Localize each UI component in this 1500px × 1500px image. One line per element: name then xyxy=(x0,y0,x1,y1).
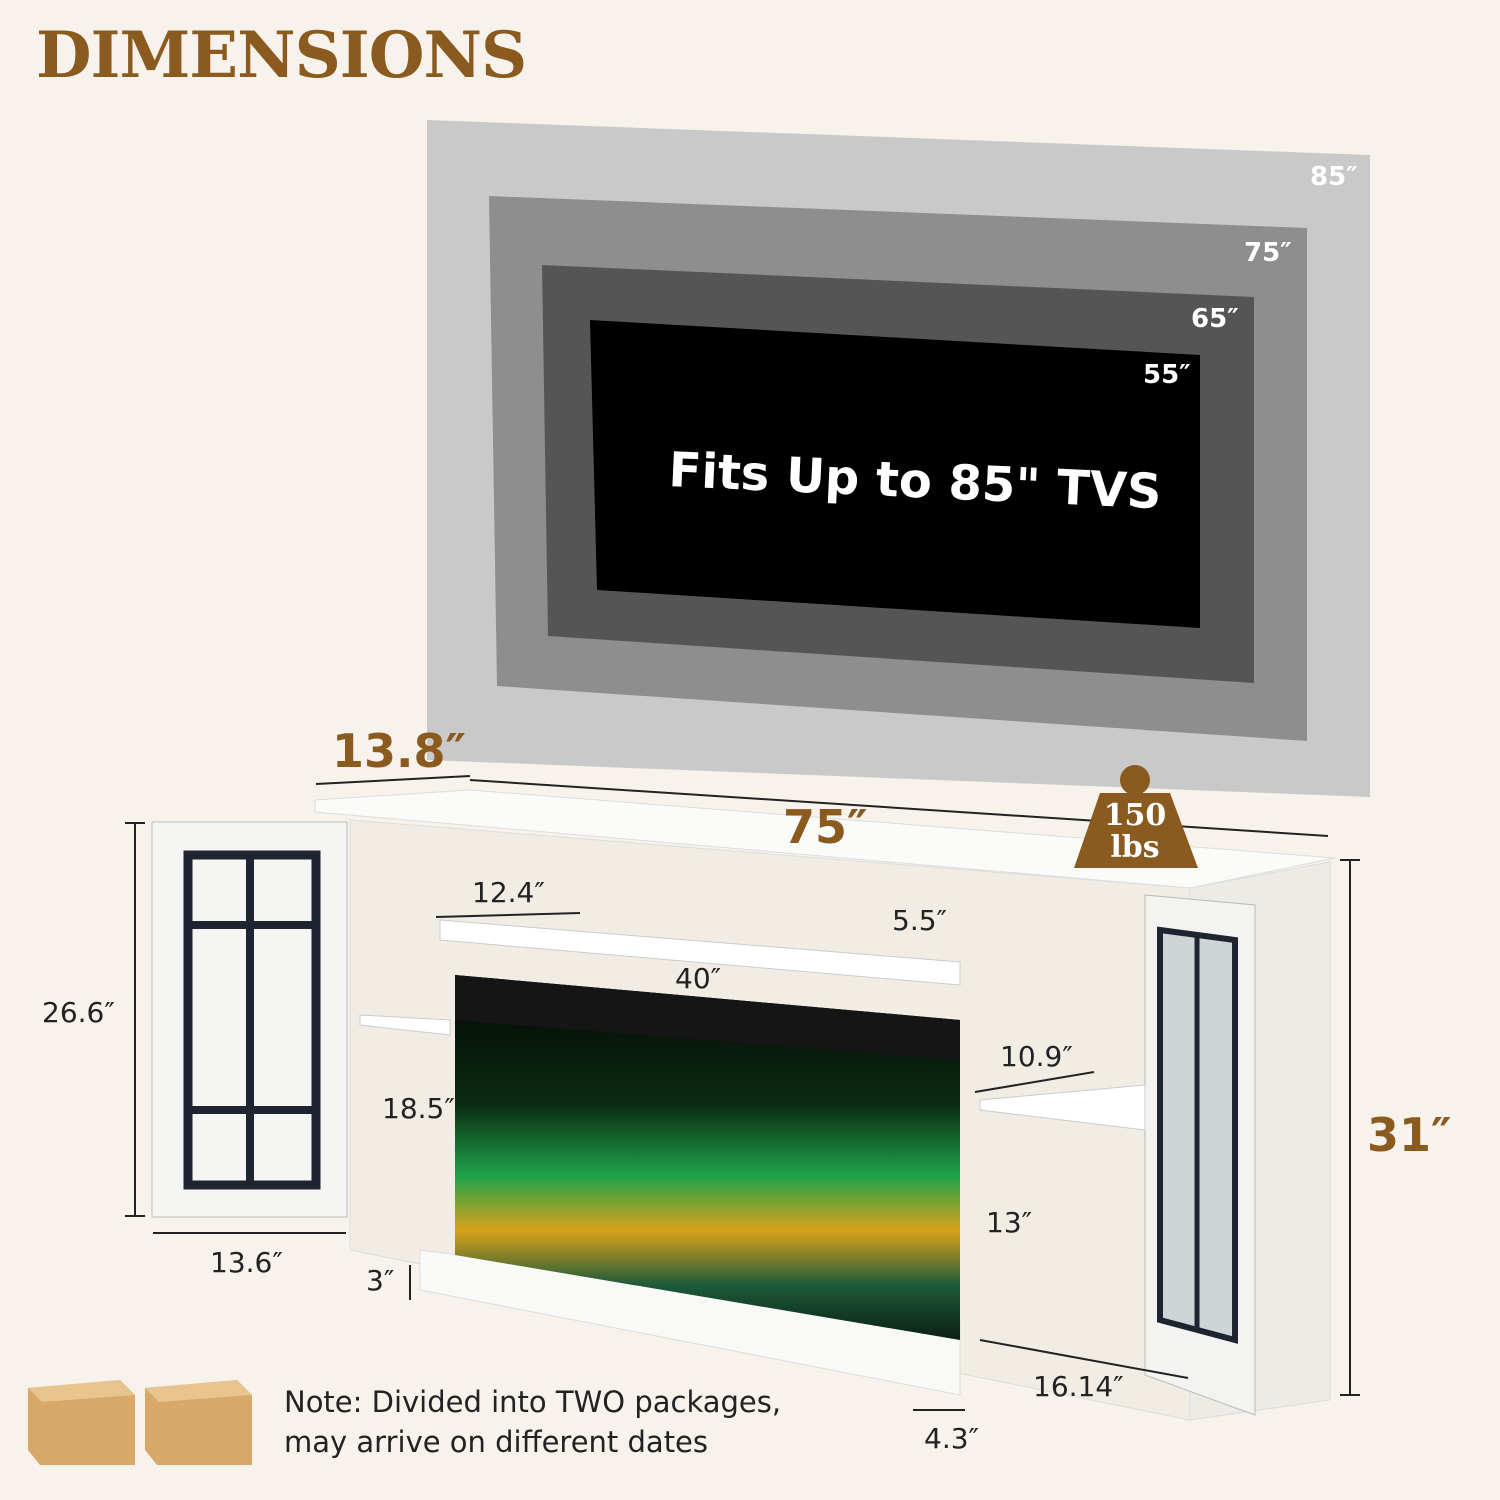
opening-height-label: 5.5″ xyxy=(892,904,947,937)
note-line-1: Note: Divided into TWO packages, xyxy=(284,1385,782,1419)
side-shelf-height-label: 13″ xyxy=(986,1206,1033,1239)
tv-55-outline xyxy=(590,320,1200,628)
door-width-label: 13.6″ xyxy=(210,1246,283,1279)
package-note: Note: Divided into TWO packages, may arr… xyxy=(284,1382,781,1462)
shelf-width-label: 12.4″ xyxy=(472,876,545,909)
weight-icon xyxy=(1074,765,1198,868)
fireplace-height-label: 18.5″ xyxy=(382,1092,455,1125)
depth-top-label: 13.8″ xyxy=(332,724,467,778)
fireplace-width-label: 40″ xyxy=(675,962,722,995)
dimension-lines xyxy=(125,775,1360,1411)
side-cabinet-width-label: 16.14″ xyxy=(1033,1370,1124,1403)
height-label: 31″ xyxy=(1367,1108,1452,1162)
tv-size-65: 65″ xyxy=(1191,304,1239,334)
weight-label: 150 lbs xyxy=(1080,800,1190,864)
width-label: 75″ xyxy=(783,800,868,854)
weight-value: 150 xyxy=(1103,798,1167,833)
note-line-2: may arrive on different dates xyxy=(284,1425,709,1459)
base-height-label: 3″ xyxy=(366,1264,395,1297)
door-height-label: 26.6″ xyxy=(42,996,115,1029)
tv-stand xyxy=(151,789,1336,1421)
fireplace xyxy=(455,975,960,1340)
plinth-depth-label: 4.3″ xyxy=(924,1422,979,1455)
page-title: DIMENSIONS xyxy=(36,18,527,93)
tv-size-55: 55″ xyxy=(1143,360,1191,390)
side-shelf-depth-label: 10.9″ xyxy=(1000,1040,1073,1073)
tv-size-75: 75″ xyxy=(1244,238,1292,268)
weight-unit: lbs xyxy=(1110,830,1160,865)
tv-size-85: 85″ xyxy=(1310,162,1358,192)
package-box-icon xyxy=(28,1380,252,1465)
